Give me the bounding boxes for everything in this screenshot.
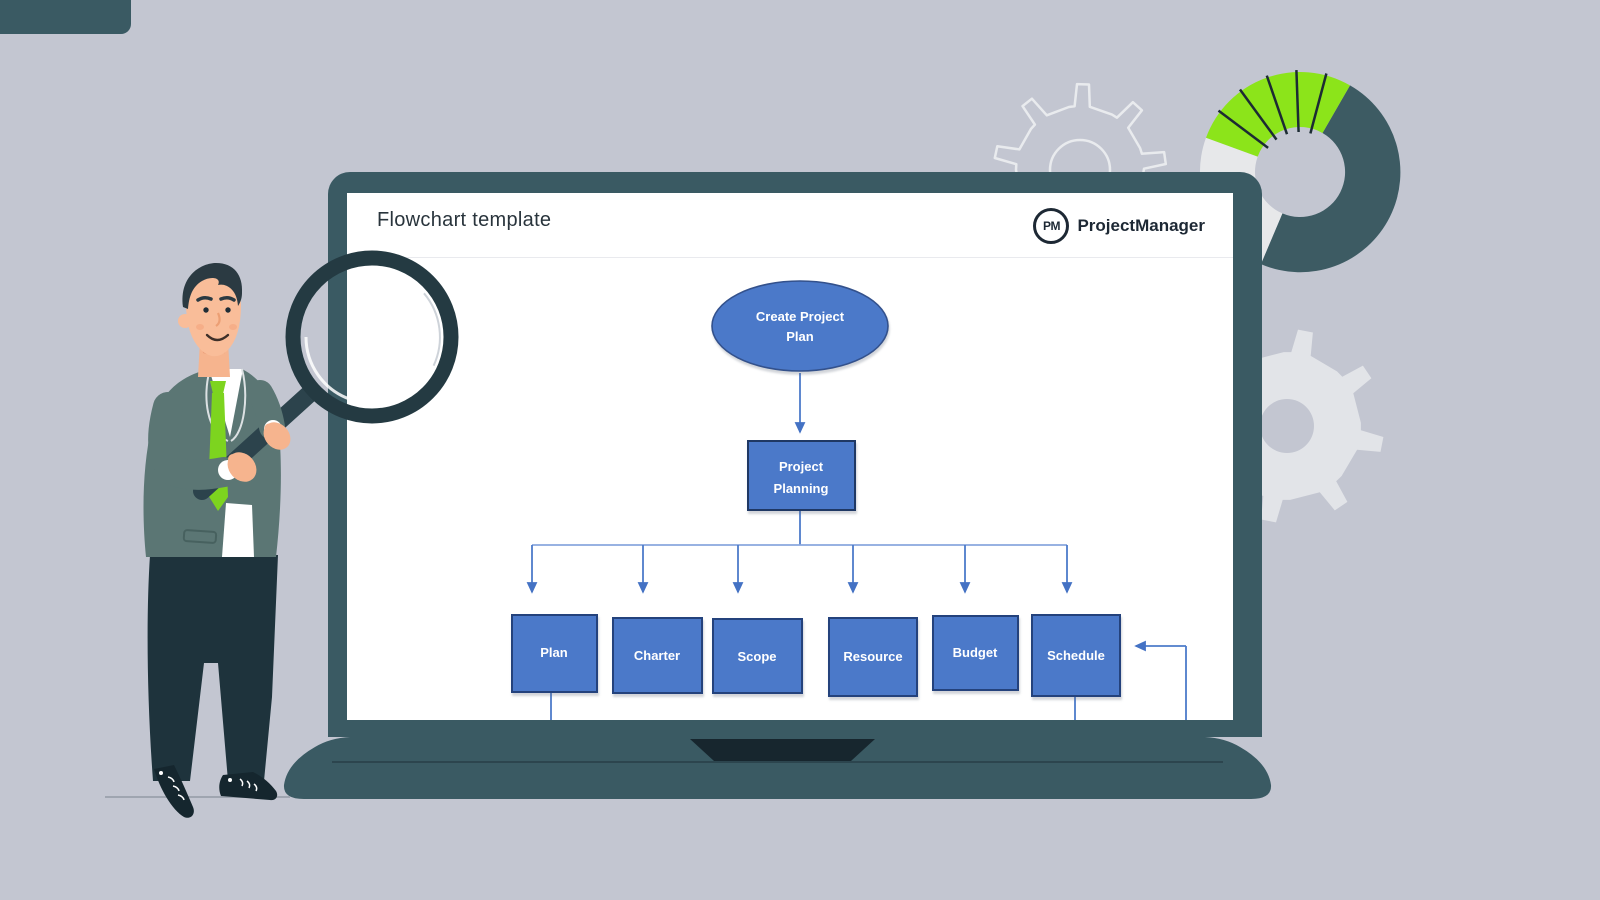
node-scope (712, 618, 803, 694)
donut-slice-dark (1260, 85, 1401, 273)
lens-reflection-right (423, 292, 441, 367)
node-budget (932, 615, 1019, 691)
flowchart-nodes (511, 280, 1121, 697)
magnifier-ring (285, 250, 459, 424)
thumb-lower (228, 454, 238, 464)
node-plan-label: Plan (540, 645, 568, 660)
flowchart-diagram: Create Project Plan Project Planning Pla… (511, 280, 1187, 720)
node-start-label-line2: Plan (786, 329, 814, 344)
presenter-illustration (105, 250, 459, 818)
shirt (222, 503, 254, 557)
node-charter-label: Charter (634, 648, 680, 663)
hair (182, 263, 243, 309)
shoe-details (159, 771, 258, 801)
node-resource (828, 617, 918, 697)
jacket-pocket (182, 529, 218, 544)
cheek-blush (196, 324, 204, 330)
brand-logo-group: PM ProjectManager (1033, 208, 1205, 244)
node-resource-label: Resource (843, 649, 902, 664)
donut-slice-green (1206, 71, 1350, 157)
node-start-label-line1: Create Project (756, 309, 845, 324)
arm-near-sleeve (148, 392, 239, 490)
shoe-right (219, 772, 278, 801)
node-step-label-line1: Project (779, 459, 824, 474)
node-step-label-line2: Planning (774, 481, 829, 496)
page-title: Flowchart template (377, 209, 552, 231)
node-schedule-label: Schedule (1047, 648, 1105, 663)
shoe-left (154, 765, 194, 818)
eye-right (225, 307, 231, 313)
laptop-frame: Flowchart template PM ProjectManager (328, 172, 1262, 737)
tie-knot (210, 381, 226, 394)
corner-accent-shape (0, 0, 131, 34)
node-charter (612, 617, 703, 694)
node-budget-label: Budget (953, 645, 998, 660)
flowchart-connectors (526, 373, 1187, 720)
node-step (747, 440, 856, 511)
header-divider (347, 257, 1233, 258)
node-scope-label: Scope (737, 649, 776, 664)
nose (215, 312, 221, 327)
eyebrows (196, 295, 236, 302)
gear-solid-hub (1260, 399, 1314, 453)
pants (147, 555, 278, 781)
laptop-screen: Flowchart template PM ProjectManager (347, 193, 1233, 720)
laptop-base-shape (283, 737, 1272, 799)
laptop-base (283, 737, 1272, 799)
brand-name: ProjectManager (1077, 216, 1205, 235)
donut-hatch-lines (1217, 70, 1328, 149)
node-schedule (1031, 614, 1121, 697)
cheek-blush-2 (229, 324, 237, 330)
eye-left (203, 307, 209, 313)
node-plan (511, 614, 598, 693)
pm-logo-icon: PM (1033, 208, 1070, 244)
lens-reflection-left (304, 336, 350, 401)
node-start (711, 280, 889, 372)
thumb-upper (264, 423, 274, 433)
mouth-smile (205, 333, 230, 342)
laptop-notch (690, 739, 875, 761)
